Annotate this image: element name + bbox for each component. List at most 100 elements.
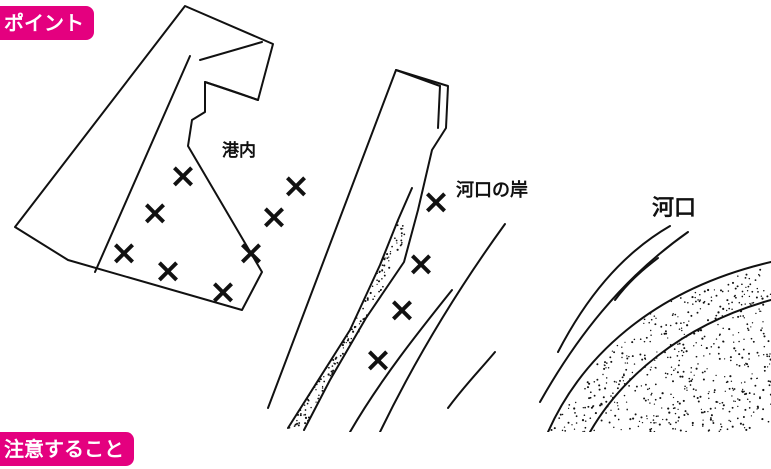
sand-dot bbox=[605, 367, 607, 369]
sand-dot bbox=[621, 352, 624, 355]
sand-dot bbox=[762, 353, 765, 356]
sand-dot bbox=[648, 321, 650, 324]
sand-dot bbox=[715, 400, 718, 403]
sand-dot bbox=[350, 337, 353, 340]
sand-dot bbox=[649, 428, 652, 431]
sand-dot bbox=[699, 299, 702, 301]
sand-dot bbox=[742, 388, 744, 391]
sand-dot bbox=[378, 290, 380, 293]
sand-dot bbox=[676, 355, 679, 357]
sand-dot bbox=[767, 420, 770, 423]
sand-dot bbox=[678, 351, 680, 353]
sand-dot bbox=[729, 356, 732, 359]
sand-dot bbox=[607, 366, 610, 369]
sand-dot bbox=[758, 274, 761, 277]
sand-dot bbox=[672, 313, 674, 315]
sand-dot bbox=[297, 424, 300, 427]
sand-dot bbox=[710, 414, 713, 417]
sand-dot bbox=[655, 415, 658, 418]
sand-dot bbox=[695, 342, 697, 344]
sand-dot bbox=[596, 363, 599, 366]
sand-dot bbox=[693, 374, 695, 376]
sand-dot bbox=[383, 264, 386, 267]
sand-dot bbox=[673, 348, 676, 350]
sand-dot bbox=[677, 316, 679, 318]
sand-dot bbox=[378, 271, 380, 274]
sand-dot bbox=[608, 421, 611, 424]
sand-dot bbox=[643, 322, 645, 325]
sand-dot bbox=[761, 327, 763, 329]
sand-dot bbox=[641, 358, 644, 361]
sand-dot bbox=[623, 382, 626, 385]
sand-dot bbox=[618, 383, 620, 386]
sand-dot bbox=[324, 367, 328, 370]
sand-dot bbox=[763, 369, 766, 372]
sand-dot bbox=[669, 356, 672, 359]
sand-dot bbox=[760, 295, 763, 297]
sand-dot bbox=[738, 301, 741, 304]
sand-dot bbox=[599, 404, 602, 407]
sand-dot bbox=[749, 302, 751, 305]
sand-dot bbox=[319, 378, 322, 381]
sand-dot bbox=[655, 367, 657, 369]
sand-dot bbox=[684, 385, 686, 388]
sand-dot bbox=[341, 352, 344, 355]
sand-dot bbox=[650, 318, 653, 321]
sand-dot bbox=[318, 394, 320, 396]
sand-dot bbox=[761, 418, 764, 421]
sand-dot bbox=[674, 412, 677, 415]
current-line-5 bbox=[539, 231, 689, 403]
sand-dot bbox=[735, 296, 737, 299]
sand-dot bbox=[317, 397, 320, 400]
sand-dot bbox=[763, 290, 765, 292]
sand-dot bbox=[750, 377, 753, 380]
sand-dot bbox=[665, 324, 668, 326]
sand-dot bbox=[631, 341, 634, 344]
sand-dot bbox=[699, 308, 702, 310]
sand-dot bbox=[377, 280, 381, 283]
sand-dot bbox=[650, 394, 652, 396]
sand-dot bbox=[762, 303, 765, 306]
sand-dot bbox=[655, 422, 657, 424]
sand-dot bbox=[744, 276, 747, 279]
sand-dot bbox=[759, 310, 761, 313]
sand-dot bbox=[653, 421, 656, 424]
sand-dot bbox=[713, 342, 715, 345]
sand-dot bbox=[729, 375, 732, 378]
sand-dot bbox=[327, 373, 330, 376]
sand-dot bbox=[306, 402, 309, 405]
sand-dot bbox=[678, 402, 681, 405]
sand-dot bbox=[399, 244, 402, 247]
label-river-bank: 河口の岸 bbox=[456, 180, 528, 201]
sand-dot bbox=[746, 323, 749, 326]
sand-dot bbox=[670, 366, 673, 368]
spot-mark-harbor-6: × bbox=[237, 233, 266, 273]
sand-dot bbox=[672, 403, 675, 406]
sand-dot bbox=[683, 414, 686, 416]
sand-dot bbox=[682, 351, 685, 353]
sand-dot bbox=[669, 343, 672, 346]
current-line-1 bbox=[349, 289, 453, 432]
sand-dot bbox=[564, 430, 567, 432]
sand-dot bbox=[682, 370, 685, 373]
sand-dot bbox=[767, 340, 770, 343]
sand-dot bbox=[733, 388, 736, 390]
sand-dot bbox=[333, 362, 335, 364]
sand-dot bbox=[323, 376, 325, 378]
sand-dot bbox=[667, 356, 669, 359]
sand-dot bbox=[700, 408, 703, 411]
sand-dot bbox=[695, 355, 698, 358]
sand-dot bbox=[701, 423, 704, 426]
sand-dot bbox=[600, 419, 603, 422]
sand-dot bbox=[756, 408, 758, 410]
sand-dot bbox=[708, 397, 710, 400]
sand-dot bbox=[304, 413, 307, 416]
sand-dot bbox=[308, 394, 311, 396]
sand-dot bbox=[742, 423, 745, 426]
sand-dot bbox=[650, 421, 652, 424]
sand-dot bbox=[769, 353, 771, 355]
sand-dot bbox=[669, 324, 672, 327]
sand-dot bbox=[722, 307, 725, 310]
sand-dot bbox=[650, 428, 653, 430]
sand-dot bbox=[643, 318, 646, 321]
